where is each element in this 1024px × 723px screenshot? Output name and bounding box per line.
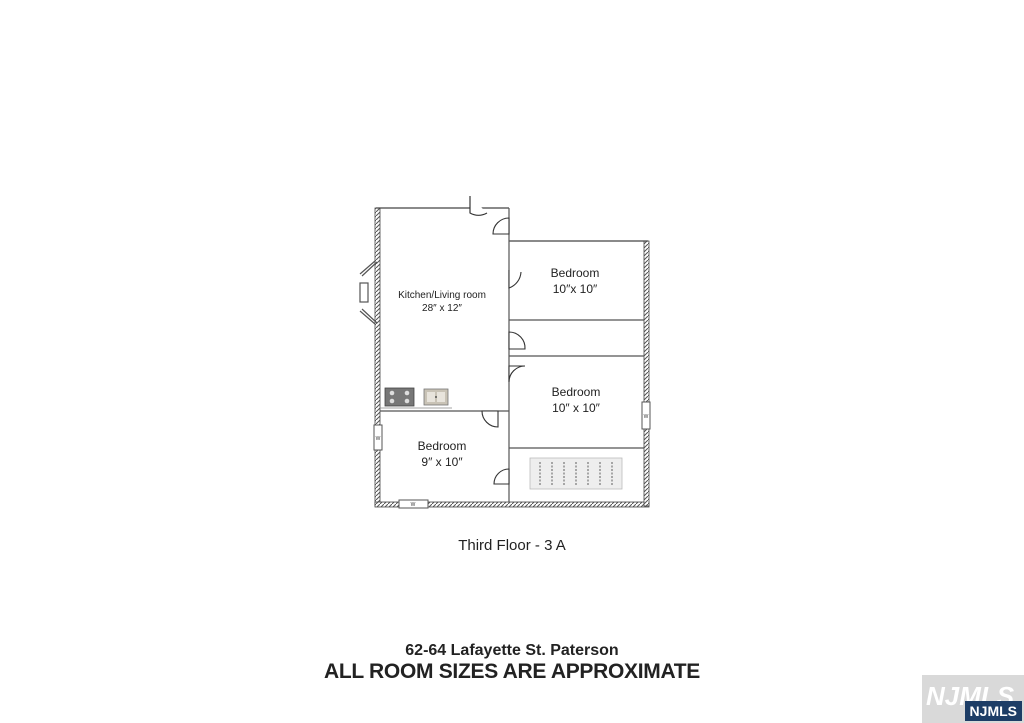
room-name: Bedroom xyxy=(551,385,601,399)
door-kitchen-top-icon xyxy=(492,217,510,235)
door-bedroom-top-icon xyxy=(508,270,522,289)
window-left: W xyxy=(373,424,383,451)
floor-caption: Third Floor - 3 A xyxy=(458,537,566,554)
sink-icon xyxy=(423,388,449,406)
exterior-walls xyxy=(374,207,650,508)
bay-window xyxy=(359,260,378,325)
door-hall-icon xyxy=(508,331,526,350)
room-size: 10″x 10″ xyxy=(552,282,598,296)
property-address: 62-64 Lafayette St. Paterson xyxy=(405,642,619,659)
room-name: Kitchen/Living room xyxy=(398,290,486,301)
kitchen-counter xyxy=(380,387,452,409)
room-size: 9″ x 10″ xyxy=(421,455,463,469)
room-size: 10″ x 10″ xyxy=(552,401,600,415)
door-bedroom-bottom-top-icon xyxy=(481,410,499,428)
window-bottom: W xyxy=(398,499,429,509)
room-label-bedroom-bottom: Bedroom 9″ x 10″ xyxy=(372,438,512,470)
logo-badge: NJMLS xyxy=(964,701,1022,721)
doors xyxy=(469,196,526,485)
svg-text:W: W xyxy=(644,414,649,420)
stove-icon xyxy=(384,387,415,407)
svg-text:W: W xyxy=(411,502,416,508)
door-bedroom-bottom-icon xyxy=(493,468,510,485)
entry-door-icon xyxy=(469,196,488,216)
room-size: 28″ x 12″ xyxy=(422,303,462,314)
room-label-bedroom-middle: Bedroom 10″ x 10″ xyxy=(506,384,646,416)
room-name: Bedroom xyxy=(550,266,600,280)
svg-text:W: W xyxy=(376,436,381,442)
closet-icon xyxy=(529,457,623,490)
door-bedroom-middle-icon xyxy=(508,365,526,383)
room-name: Bedroom xyxy=(417,439,467,453)
size-disclaimer: ALL ROOM SIZES ARE APPROXIMATE xyxy=(323,660,701,683)
room-label-bedroom-top: Bedroom 10″x 10″ xyxy=(505,265,645,297)
njmls-logo: NJMLS NJMLS xyxy=(922,675,1024,723)
room-label-kitchen-living: Kitchen/Living room 28″ x 12″ xyxy=(372,289,512,315)
window-right: W xyxy=(641,401,651,430)
